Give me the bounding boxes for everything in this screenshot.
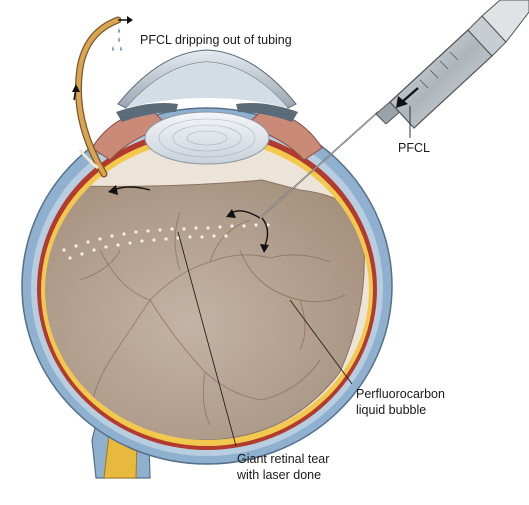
label-pfcl: PFCL: [398, 141, 430, 155]
iris: [116, 103, 178, 122]
anterior-chamber: [126, 62, 288, 108]
laser-spots: [62, 223, 270, 260]
lens: [144, 111, 270, 165]
pfcl-drips: [112, 28, 122, 51]
label-tear-line1: Giant retinal tear: [237, 452, 330, 466]
label-bubble-line2: liquid bubble: [356, 403, 427, 417]
label-bubble-line1: Perfluorocarbon: [356, 387, 445, 401]
label-tear-line2: with laser done: [237, 468, 322, 482]
iris-right: [236, 103, 298, 122]
syringe: [375, 0, 529, 129]
label-pfcl-dripping: PFCL dripping out of tubing: [140, 33, 292, 47]
leader-bubble: [289, 299, 353, 385]
leader-tear: [177, 231, 237, 447]
